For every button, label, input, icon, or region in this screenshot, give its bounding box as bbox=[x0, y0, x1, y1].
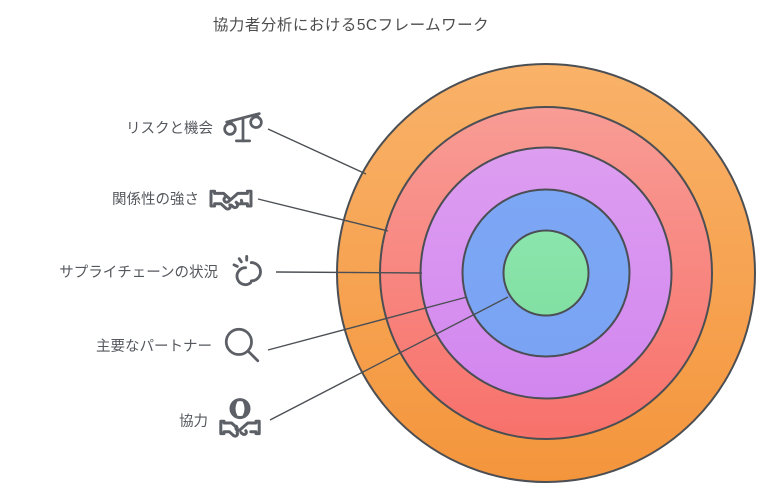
connector-line-cooperation bbox=[269, 296, 509, 421]
label-supply-chain-status: サプライチェーンの状況 bbox=[59, 264, 218, 281]
legend-row-key-partners: 主要なパートナー bbox=[96, 323, 264, 367]
scale-icon bbox=[223, 112, 263, 143]
label-relationship-strength: 関係性の強さ bbox=[112, 191, 199, 208]
label-cooperation: 協力 bbox=[179, 413, 208, 430]
magnifier-icon bbox=[224, 327, 260, 363]
diagram-title: 協力者分析における5Cフレームワーク bbox=[212, 17, 490, 34]
snap-icon bbox=[232, 254, 262, 286]
label-risks-and-opportunities: リスクと機会 bbox=[126, 120, 213, 137]
global-handshake-icon bbox=[219, 398, 261, 438]
handshake-icon bbox=[209, 189, 253, 211]
connector-line-relationship-strength bbox=[257, 198, 389, 232]
ring-cooperation bbox=[502, 229, 590, 317]
connector-line-risks-and-opportunities bbox=[267, 128, 367, 175]
legend-row-cooperation: 協力 bbox=[179, 396, 264, 444]
connector-line-key-partners bbox=[267, 296, 468, 351]
legend-row-relationship-strength: 関係性の強さ bbox=[112, 174, 255, 222]
label-key-partners: 主要なパートナー bbox=[96, 338, 212, 355]
legend-row-supply-chain-status: サプライチェーンの状況 bbox=[59, 248, 272, 294]
connector-line-supply-chain-status bbox=[275, 271, 423, 274]
legend-row-risks-and-opportunities: リスクと機会 bbox=[126, 105, 265, 149]
